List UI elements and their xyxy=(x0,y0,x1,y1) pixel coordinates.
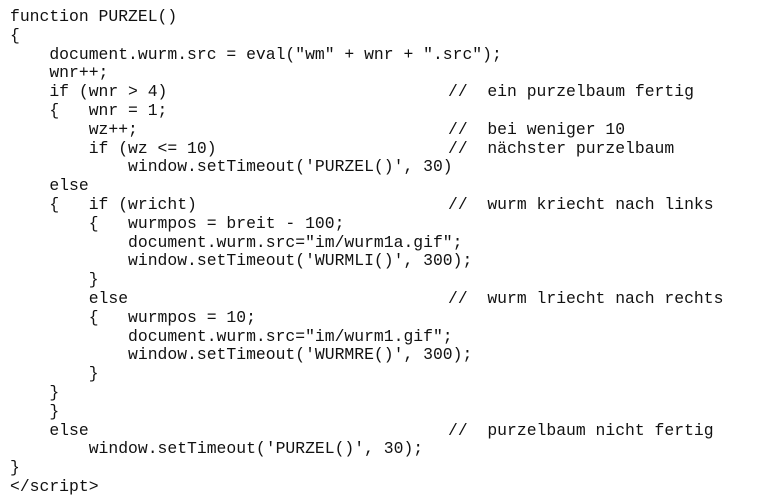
code-text: document.wurm.src="im/wurm1.gif"; xyxy=(10,326,453,346)
code-comment: // wurm kriecht nach links xyxy=(448,194,714,214)
code-line: window.setTimeout('WURMRE()', 300); xyxy=(10,345,502,365)
code-text: } xyxy=(10,364,99,384)
code-text: } xyxy=(10,382,60,402)
code-line: { if (wricht) // wurm kriecht nach links xyxy=(10,194,713,215)
code-text: document.wurm.src = eval("wm" + wnr + ".… xyxy=(10,44,502,64)
code-text: { if (wricht) xyxy=(10,194,197,214)
code-text: function PURZEL() xyxy=(10,7,178,26)
code-line: if (wz <= 10) // nächster purzelbaum xyxy=(10,138,675,159)
code-line: wnr++; xyxy=(10,63,502,83)
code-text: </script> xyxy=(10,476,99,496)
code-line: else // wurm lriecht nach rechts xyxy=(10,288,724,309)
code-line: document.wurm.src="im/wurm1a.gif"; xyxy=(10,232,502,253)
code-line: document.wurm.src="im/wurm1.gif"; xyxy=(10,326,502,347)
code-text: window.setTimeout('WURMLI()', 300); xyxy=(10,251,473,271)
code-text: if (wz <= 10) xyxy=(10,138,217,158)
code-text: wz++; xyxy=(10,119,138,139)
code-text: { xyxy=(10,25,20,45)
code-text: wnr++; xyxy=(10,63,109,83)
code-text: } xyxy=(10,458,20,478)
code-text: document.wurm.src="im/wurm1a.gif"; xyxy=(10,232,463,252)
code-text: } xyxy=(10,270,99,290)
code-listing: function PURZEL(){ document.wurm.src = e… xyxy=(10,7,724,497)
code-line: </script> xyxy=(10,476,502,497)
code-line: wz++; // bei weniger 10 xyxy=(10,119,625,140)
code-line: } xyxy=(10,364,502,384)
code-line: { wurmpos = 10; xyxy=(10,307,502,328)
code-text: if (wnr > 4) xyxy=(10,82,168,102)
code-line: } xyxy=(10,382,502,403)
code-line: window.setTimeout('PURZEL()', 30) xyxy=(10,157,502,177)
code-comment: // bei weniger 10 xyxy=(448,119,626,139)
code-comment: // ein purzelbaum fertig xyxy=(448,82,694,102)
code-comment: // wurm lriecht nach rechts xyxy=(448,288,724,308)
code-line: else // purzelbaum nicht fertig xyxy=(10,420,713,441)
code-comment: // nächster purzelbaum xyxy=(448,138,675,158)
code-text: window.setTimeout('PURZEL()', 30); xyxy=(10,439,424,459)
code-line: window.setTimeout('PURZEL()', 30); xyxy=(10,439,502,459)
code-line: document.wurm.src = eval("wm" + wnr + ".… xyxy=(10,44,502,65)
code-line: } xyxy=(10,458,502,478)
code-text: else xyxy=(10,176,89,196)
code-line: function PURZEL() xyxy=(10,7,502,27)
code-line: else xyxy=(10,176,502,196)
code-text: window.setTimeout('WURMRE()', 300); xyxy=(10,345,473,365)
code-line: if (wnr > 4) // ein purzelbaum fertig xyxy=(10,82,694,102)
code-text: } xyxy=(10,401,60,421)
code-line: { xyxy=(10,25,502,46)
code-text: window.setTimeout('PURZEL()', 30) xyxy=(10,157,453,177)
code-line: } xyxy=(10,270,502,290)
code-text: else xyxy=(10,288,129,308)
code-text: { wnr = 1; xyxy=(10,100,168,120)
code-text: else xyxy=(10,420,89,440)
code-text: { wurmpos = breit - 100; xyxy=(10,213,345,233)
code-line: { wurmpos = breit - 100; xyxy=(10,213,502,234)
code-line: } xyxy=(10,401,502,422)
code-comment: // purzelbaum nicht fertig xyxy=(448,420,714,440)
code-line: window.setTimeout('WURMLI()', 300); xyxy=(10,251,502,271)
code-text: { wurmpos = 10; xyxy=(10,307,256,327)
code-line: { wnr = 1; xyxy=(10,100,502,121)
